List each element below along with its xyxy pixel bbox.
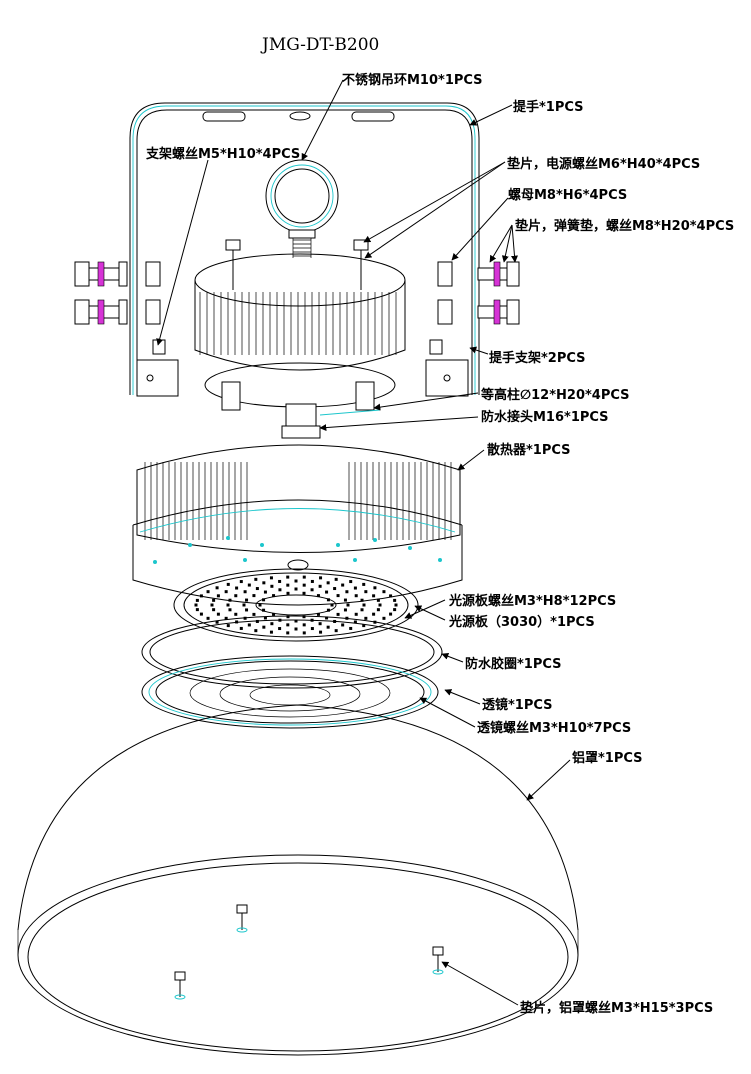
drawing-title: JMG-DT-B200 [260, 35, 379, 55]
label-standoff: 等高柱∅12*H20*4PCS [480, 387, 630, 403]
eyebolt [265, 159, 339, 258]
label-reflector: 铝罩*1PCS [572, 750, 643, 766]
label-power-screw: 垫片，电源螺丝M6*H40*4PCS [507, 156, 700, 172]
heatsink [132, 444, 463, 606]
label-heatsink: 散热器*1PCS [487, 442, 571, 458]
left-side-bolts [74, 261, 161, 325]
label-spring-washer: 垫片，弹簧垫，螺丝M8*H20*4PCS [515, 218, 734, 234]
label-handle: 提手*1PCS [513, 99, 584, 115]
label-waterproof-connector: 防水接头M16*1PCS [481, 409, 609, 425]
label-bracket-screw: 支架螺丝M5*H10*4PCS [145, 146, 300, 162]
label-lens-screw: 透镜螺丝M3*H10*7PCS [477, 720, 631, 736]
waterproof-connector [281, 403, 381, 439]
lens [141, 655, 439, 729]
right-side-bolts [437, 261, 520, 325]
label-eyebolt: 不锈钢吊环M10*1PCS [342, 72, 483, 88]
label-nut: 螺母M8*H6*4PCS [508, 187, 627, 203]
label-gasket: 防水胶圈*1PCS [465, 656, 562, 672]
handle [129, 102, 480, 395]
label-pcb-screw: 光源板螺丝M3*H8*12PCS [448, 593, 616, 609]
waterproof-gasket [141, 615, 443, 689]
label-handle-bracket: 提手支架*2PCS [489, 350, 586, 366]
reflector [17, 704, 579, 1056]
leader-lines [156, 79, 571, 1006]
handle-brackets [136, 339, 469, 397]
label-lens: 透镜*1PCS [482, 697, 553, 713]
label-reflector-screw: 垫片，铝罩螺丝M3*H15*3PCS [520, 1000, 713, 1016]
power-driver [194, 239, 406, 411]
label-pcb: 光源板（3030）*1PCS [448, 614, 595, 630]
